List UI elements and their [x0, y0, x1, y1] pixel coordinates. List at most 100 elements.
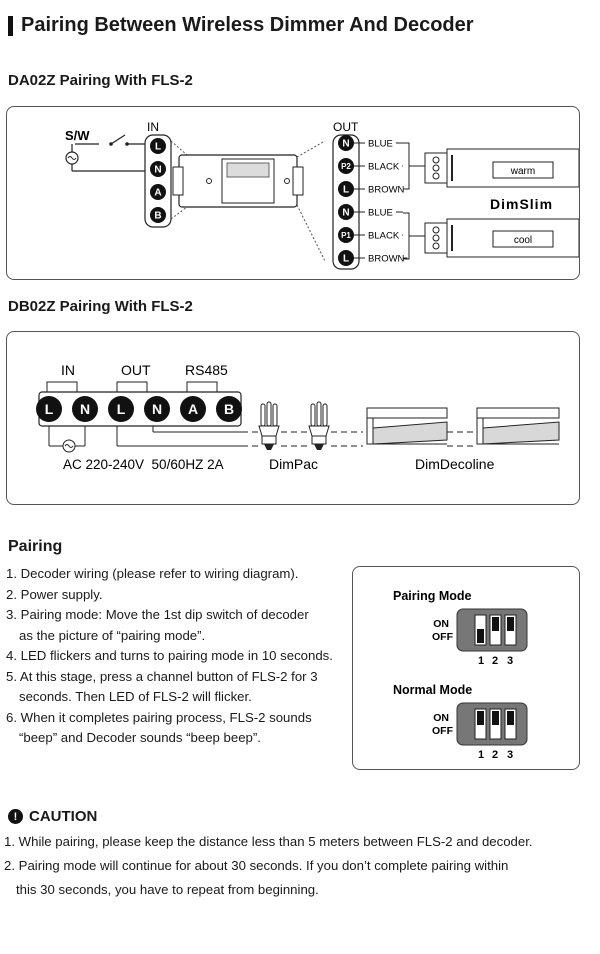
- switch-lever-icon: [110, 134, 126, 145]
- caution-1: 1. While pairing, please keep the distan…: [4, 834, 533, 849]
- terminal-label: B: [154, 211, 161, 222]
- terminal-icon: N: [338, 204, 354, 220]
- terminal-icon: N: [338, 135, 354, 151]
- in-label: IN: [147, 120, 159, 134]
- dip-number: 2: [492, 655, 498, 667]
- dip-lever-knob: [492, 711, 499, 725]
- terminal-label: A: [154, 188, 161, 199]
- decoline-profile-icon: [476, 407, 560, 445]
- step-2: 2. Power supply.: [6, 586, 103, 602]
- terminal-icon: N: [72, 396, 98, 422]
- on-label: ON: [433, 712, 449, 724]
- in-terminal-strip: [144, 134, 172, 228]
- terminal-icon: N: [144, 396, 170, 422]
- in-terminals: L N A B: [150, 138, 166, 223]
- terminal-label: L: [117, 401, 126, 417]
- s2-in-label: IN: [61, 362, 75, 378]
- terminal-label: A: [188, 401, 198, 417]
- s2-rs485-label: RS485: [185, 362, 228, 378]
- wire-color-label: BLACK: [368, 231, 400, 242]
- normal-mode-label: Normal Mode: [393, 683, 472, 697]
- terminal-icon: P1: [338, 227, 354, 243]
- terminal-icon: A: [180, 396, 206, 422]
- list-item: 2. Power supply.: [6, 585, 346, 606]
- dip-switch-panel: Pairing Mode ON OFF 1 2 3 Normal Mode ON…: [352, 566, 580, 770]
- warm-label: warm: [510, 166, 535, 177]
- wire-color-label: BROWN: [368, 254, 405, 265]
- terminal-label: P1: [341, 231, 351, 240]
- list-item: 1. While pairing, please keep the distan…: [4, 830, 594, 854]
- step-5: 5. At this stage, press a channel button…: [6, 668, 318, 684]
- wire-color-label: BLUE: [368, 139, 393, 150]
- step-3: 3. Pairing mode: Move the 1st dip switch…: [6, 607, 309, 622]
- list-item: 6. When it completes pairing process, FL…: [6, 708, 346, 749]
- out-label: OUT: [333, 120, 359, 134]
- pairing-steps: 1. Decoder wiring (please refer to wirin…: [6, 564, 346, 749]
- terminal-label: N: [152, 401, 162, 417]
- dimdecoline-label: DimDecoline: [415, 456, 495, 472]
- step-5-cont: seconds. Then LED of FLS-2 will flicker.: [19, 689, 252, 704]
- s2-out-label: OUT: [121, 362, 151, 378]
- dip-number: 2: [492, 749, 498, 761]
- step-6: 6. When it completes pairing process, FL…: [6, 709, 312, 725]
- sw-label: S/W: [65, 128, 90, 143]
- terminal-icon: N: [150, 161, 166, 177]
- normal-dip-levers: [474, 708, 517, 740]
- step-6-cont: “beep” and Decoder sounds “beep beep”.: [19, 730, 261, 745]
- terminal-label: L: [343, 185, 349, 196]
- terminal-icon: B: [216, 396, 242, 422]
- wire-color-label: BROWN: [368, 185, 405, 196]
- terminal-icon: L: [338, 250, 354, 266]
- terminal-label: N: [342, 208, 349, 219]
- title-bar-icon: [8, 15, 13, 36]
- dip-number: 1: [478, 749, 484, 761]
- terminal-label: P2: [341, 162, 351, 171]
- terminal-label: B: [224, 401, 234, 417]
- step-1: 1. Decoder wiring (please refer to wirin…: [6, 566, 299, 581]
- dip-number: 3: [507, 749, 513, 761]
- dip-lever-knob: [507, 617, 514, 631]
- warning-icon: !: [8, 809, 23, 824]
- on-label: ON: [433, 618, 449, 630]
- pairing-heading: Pairing: [8, 538, 63, 555]
- step-4: 4. LED flickers and turns to pairing mod…: [6, 648, 333, 663]
- s2-terminal-block: [38, 391, 242, 427]
- bulb-icon: [258, 401, 280, 450]
- bulb-icon: [308, 401, 330, 450]
- cool-label: cool: [514, 235, 532, 246]
- page-title-text: Pairing Between Wireless Dimmer And Deco…: [21, 14, 474, 36]
- list-item: 2. Pairing mode will continue for about …: [4, 854, 594, 902]
- step-3-cont: as the picture of “pairing mode”.: [19, 627, 206, 643]
- off-label: OFF: [432, 725, 454, 737]
- pairing-dip-levers: [474, 614, 517, 646]
- dimpac-label: DimPac: [269, 456, 318, 472]
- dip-lever-knob: [492, 617, 499, 631]
- dimslim-label: DimSlim: [490, 196, 553, 212]
- caution-heading-text: CAUTION: [29, 808, 98, 825]
- out-terminal-strip: [332, 134, 360, 270]
- dip-lever-knob: [477, 711, 484, 725]
- dip-switch-svg: Pairing Mode ON OFF 1 2 3 Normal Mode ON…: [393, 589, 528, 761]
- section2-heading: DB02Z Pairing With FLS-2: [8, 298, 193, 315]
- pairing-mode-label: Pairing Mode: [393, 589, 472, 603]
- list-item: 4. LED flickers and turns to pairing mod…: [6, 646, 346, 667]
- section1-heading: DA02Z Pairing With FLS-2: [8, 72, 193, 89]
- wire-color-label: BLACK: [368, 162, 400, 173]
- terminal-label: L: [343, 254, 349, 265]
- terminal-icon: L: [338, 181, 354, 197]
- terminal-label: L: [155, 142, 161, 153]
- page-title: Pairing Between Wireless Dimmer And Deco…: [8, 14, 474, 37]
- list-item: 5. At this stage, press a channel button…: [6, 667, 346, 708]
- terminal-icon: L: [150, 138, 166, 154]
- terminal-label: N: [154, 165, 161, 176]
- terminal-icon: L: [36, 396, 62, 422]
- dip-number: 1: [478, 655, 484, 667]
- off-label: OFF: [432, 631, 454, 643]
